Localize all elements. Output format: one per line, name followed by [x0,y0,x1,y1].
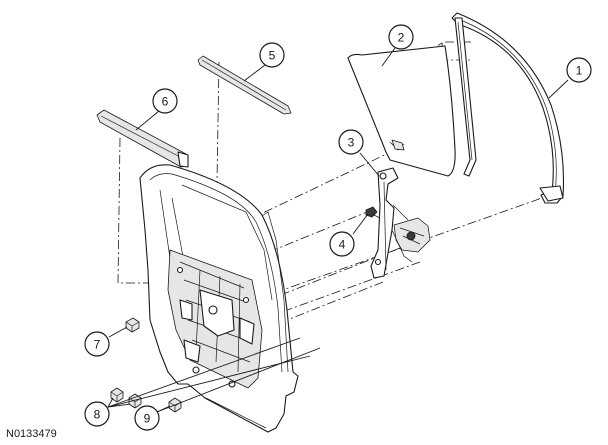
callout-5: 5 [259,42,285,68]
callout-4: 4 [329,231,355,257]
nut-8-a [110,387,124,403]
callout-7: 7 [84,331,110,357]
callout-8: 8 [84,401,110,427]
callout-2: 2 [388,24,414,50]
callout-4-label: 4 [339,238,346,252]
window-regulator [370,167,431,279]
leader-lines [107,47,569,413]
callout-8-label: 8 [94,408,101,422]
glass-run-channel [451,12,565,204]
regulator-bolt [365,206,381,219]
callout-1: 1 [566,57,592,83]
callout-2-label: 2 [398,31,405,45]
nut-7 [125,317,140,333]
door-shell [139,164,299,433]
callout-9: 9 [134,405,160,431]
callout-9-label: 9 [144,412,151,426]
callout-3: 3 [338,129,364,155]
callout-1-label: 1 [576,64,583,78]
callout-6-label: 6 [162,95,169,109]
outer-belt-weatherstrip [197,55,292,115]
inner-belt-weatherstrip [96,109,189,168]
callout-7-label: 7 [94,338,101,352]
door-window-glass [347,45,456,177]
callout-6: 6 [152,88,178,114]
figure-code: N0133479 [6,428,57,440]
callout-5-label: 5 [269,49,276,63]
callout-3-label: 3 [348,136,355,150]
